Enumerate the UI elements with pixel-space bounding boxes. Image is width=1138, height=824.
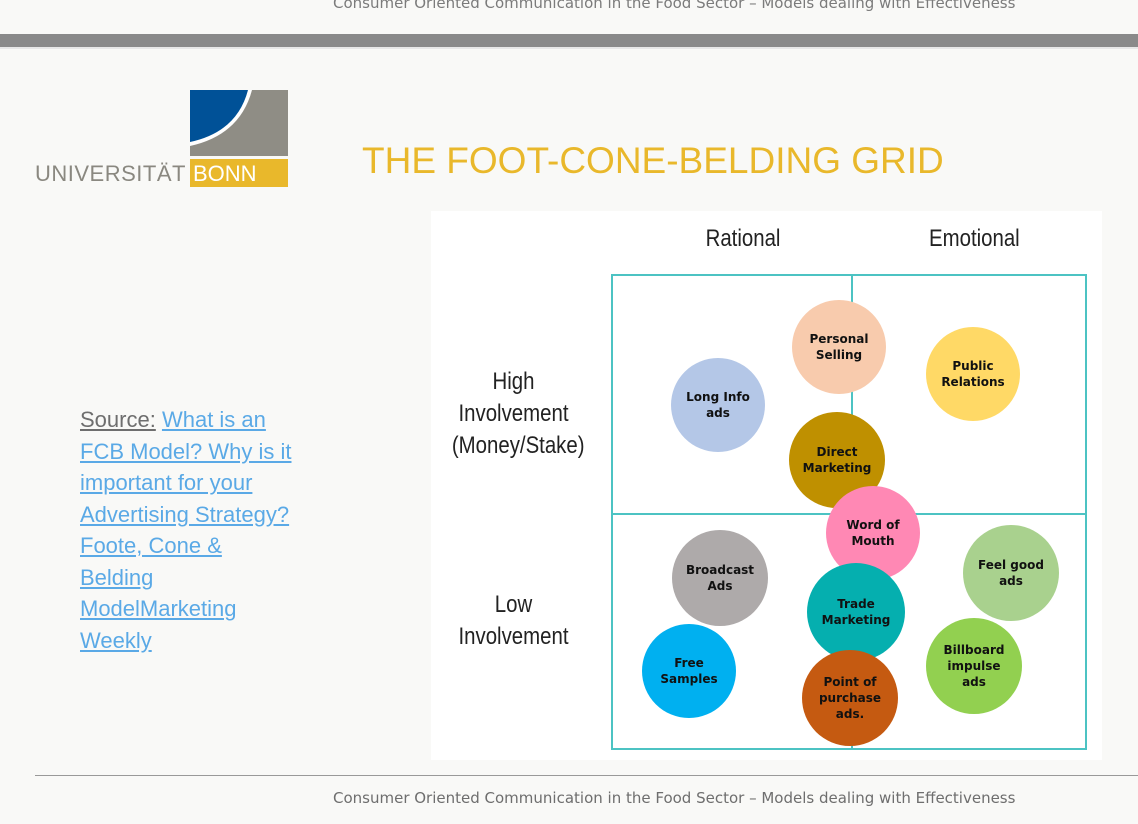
header-running-title: Consumer Oriented Communication in the F… [333, 0, 1016, 12]
bubble-direct-marketing: Direct Marketing [789, 412, 885, 508]
bubble-feel-good-ads: Feel good ads [963, 525, 1059, 621]
slide-title: THE FOOT-CONE-BELDING GRID [362, 140, 944, 181]
row-label-high: High Involvement (Money/Stake) [451, 368, 585, 459]
bubble-point-of-purchase-ads: Point of purchase ads. [802, 650, 898, 746]
bubble-billboard-impulse-ads: Billboard impulse ads [926, 618, 1022, 714]
bubble-personal-selling: Personal Selling [792, 300, 886, 394]
bubble-free-samples: Free Samples [642, 624, 736, 718]
bubble-long-info-ads: Long Info ads [671, 358, 765, 452]
row-label-low: Low Involvement [458, 591, 569, 650]
source-link[interactable]: What is an FCB Model? Why is it importan… [80, 407, 292, 653]
bubble-word-of-mouth: Word of Mouth [826, 486, 920, 580]
bubble-trade-marketing: Trade Marketing [807, 563, 905, 661]
logo-bonn: BONN [190, 159, 288, 187]
source-label: Source: [80, 407, 156, 432]
bubble-public-relations: Public Relations [926, 327, 1020, 421]
university-logo-icon [190, 90, 288, 156]
header-divider-bar [0, 34, 1138, 49]
logo-text: UNIVERSITÄT [35, 161, 186, 186]
footer-text: Consumer Oriented Communication in the F… [333, 789, 1016, 807]
column-header-emotional: Emotional [929, 225, 1020, 252]
footer-divider [35, 775, 1138, 776]
source-citation: Source: What is an FCB Model? Why is it … [80, 404, 295, 656]
column-header-rational: Rational [705, 225, 781, 252]
fcb-grid-diagram: Rational Emotional High Involvement (Mon… [431, 211, 1102, 760]
bubble-broadcast-ads: Broadcast Ads [672, 530, 768, 626]
